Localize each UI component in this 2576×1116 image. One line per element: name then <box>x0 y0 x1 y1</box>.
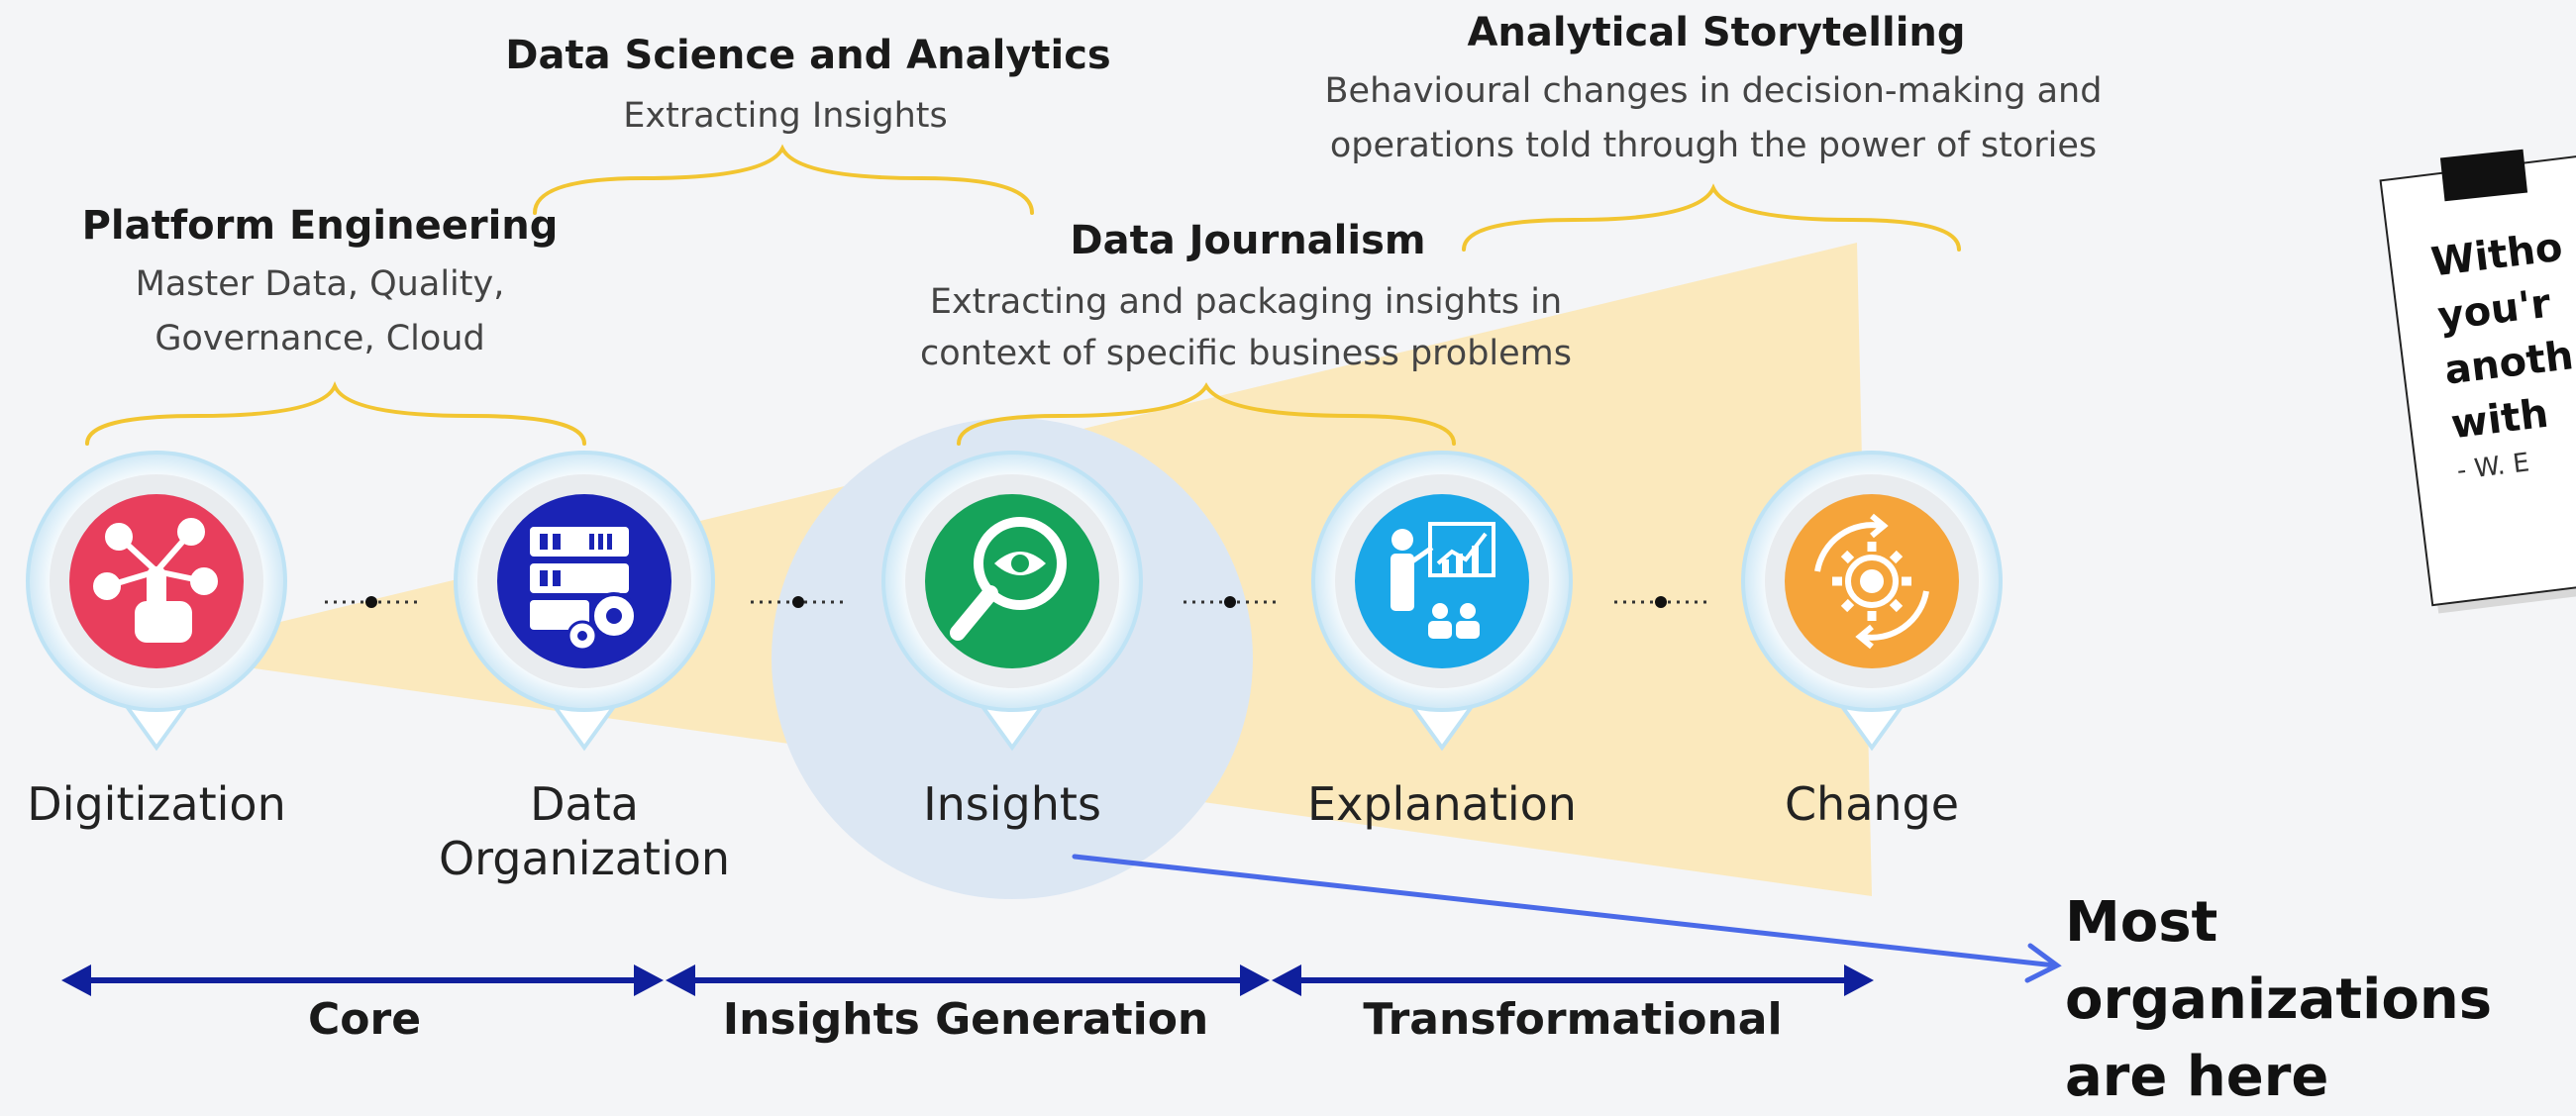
callout-line1: Most organizations <box>2065 890 2493 1032</box>
journalism-sub-line2: context of specific business problems <box>920 334 1572 373</box>
journalism-brace <box>957 382 1456 446</box>
gear-cycle-icon <box>1814 513 1929 650</box>
band-label-transformational: Transformational <box>1363 994 1783 1045</box>
stage-label-organization: Organization <box>438 832 731 885</box>
platform-brace <box>85 380 586 446</box>
journalism-heading: Data Journalism <box>1070 218 1426 263</box>
platform-sub-line1: Master Data, Quality, <box>135 264 505 304</box>
change-pin <box>1741 451 2003 752</box>
platform-sub-line2: Governance, Cloud <box>155 319 485 358</box>
quote-author: - W. E <box>2455 448 2531 487</box>
hand-network-icon <box>93 518 218 643</box>
explanation-pin <box>1311 451 1573 752</box>
stage-label-insights: Insights <box>923 777 1101 831</box>
transformational-arrow <box>1272 964 1874 996</box>
science-heading: Data Science and Analytics <box>505 33 1111 78</box>
storytelling-sub-line1: Behavioural changes in decision-making a… <box>1324 71 2103 111</box>
stage-pins <box>26 451 2003 752</box>
stage-label-explanation: Explanation <box>1307 777 1577 831</box>
stage-label-data: Data <box>530 777 639 831</box>
science-sub-line1: Extracting Insights <box>623 96 948 136</box>
insights-pin <box>881 451 1143 752</box>
quote-line4: with <box>2448 390 2551 449</box>
digitization-pin <box>26 451 287 752</box>
quote-line3: anoth <box>2441 333 2576 394</box>
core-arrow <box>61 964 664 996</box>
quote-line1: Witho <box>2428 224 2565 286</box>
quote-line2: you'r <box>2435 280 2553 341</box>
magnifier-eye-icon <box>950 517 1067 641</box>
science-brace <box>533 144 1034 215</box>
stage-label-change: Change <box>1784 777 1960 831</box>
insights-generation-arrow <box>666 964 1270 996</box>
storytelling-brace <box>1462 183 1961 252</box>
storytelling-heading: Analytical Storytelling <box>1467 10 1966 55</box>
data-organization-pin <box>454 451 715 752</box>
journalism-sub-line1: Extracting and packaging insights in <box>929 282 1563 322</box>
callout-line2: are here <box>2065 1045 2329 1109</box>
server-gear-icon <box>530 527 638 652</box>
platform-heading: Platform Engineering <box>81 203 559 249</box>
band-label-insights-generation: Insights Generation <box>722 994 1209 1045</box>
callout-text: Most organizations are here <box>2065 884 2576 1116</box>
pointer-arrow <box>1072 854 2062 983</box>
storytelling-sub-line2: operations told through the power of sto… <box>1329 126 2098 165</box>
presenter-chart-icon <box>1391 522 1495 639</box>
bottom-arrows <box>61 854 2062 996</box>
note-tape <box>2439 149 2528 202</box>
band-label-core: Core <box>307 994 422 1045</box>
stage-label-digitization: Digitization <box>27 777 286 831</box>
